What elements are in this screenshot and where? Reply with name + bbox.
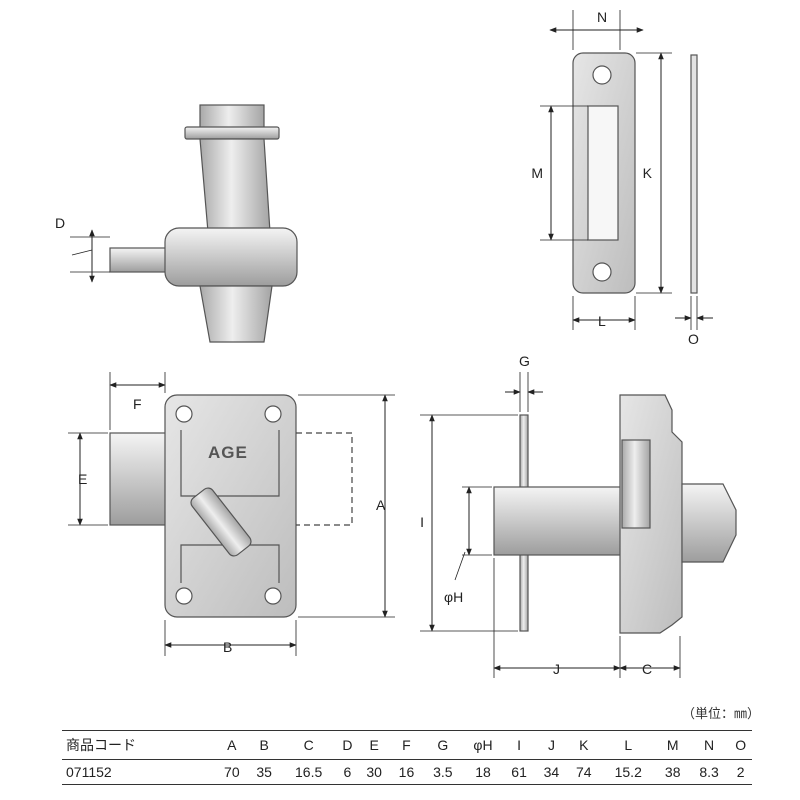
dim-label-o: O (688, 331, 699, 347)
spec-value-cell: 16 (390, 759, 423, 785)
dim-label-e: E (78, 471, 87, 487)
spec-value-cell: 18 (463, 759, 503, 785)
unit-label: （単位：㎜） (681, 706, 760, 721)
spec-value-cell: 30 (357, 759, 391, 785)
side-view (493, 394, 737, 634)
spec-header-cell: A (215, 730, 248, 760)
dim-label-d: D (55, 215, 65, 231)
strike-plate-view (572, 52, 698, 294)
spec-value-cell: 15.2 (599, 759, 657, 785)
spec-value-cell: 2 (729, 759, 752, 785)
dim-label-n: N (597, 9, 607, 25)
spec-value-cell: 38 (656, 759, 689, 785)
dim-label-k: K (643, 165, 653, 181)
spec-header-cell: C (280, 730, 337, 760)
part-marking: AGE (208, 443, 248, 462)
spec-value-cell: 3.5 (422, 759, 464, 785)
spec-value-cell: 34 (535, 759, 568, 785)
spec-value-cell: 6 (336, 759, 358, 785)
spec-value-cell: 16.5 (280, 759, 337, 785)
spec-header-cell: E (357, 730, 391, 760)
spec-header-cell: F (390, 730, 423, 760)
spec-value-cell: 74 (567, 759, 600, 785)
spec-header-cell: D (336, 730, 358, 760)
dim-label-l: L (598, 313, 606, 329)
dim-label-m: M (531, 165, 543, 181)
spec-header-cell: K (567, 730, 600, 760)
dim-label-j: J (553, 661, 560, 677)
front-view (109, 394, 353, 618)
spec-header-cell: J (535, 730, 568, 760)
spec-header-cell: O (729, 730, 752, 760)
spec-header-cell: N (688, 730, 730, 760)
spec-header-cell: B (248, 730, 281, 760)
spec-header-cell: M (656, 730, 689, 760)
dim-label-g: G (519, 353, 530, 369)
spec-header-cell: 商品コード (62, 730, 216, 760)
spec-value-cell: 61 (502, 759, 536, 785)
spec-header-cell: I (502, 730, 536, 760)
dim-label-b: B (223, 639, 232, 655)
spec-header-cell: φH (463, 730, 503, 760)
spec-value-cell: 071152 (62, 759, 216, 785)
dim-label-h: φH (444, 589, 463, 605)
spec-value-cell: 8.3 (688, 759, 730, 785)
spec-header-cell: G (422, 730, 464, 760)
dim-label-i: I (420, 514, 424, 530)
spec-value-cell: 70 (215, 759, 248, 785)
dim-label-f: F (133, 396, 142, 412)
dim-label-a: A (376, 497, 386, 513)
top-view (70, 104, 298, 343)
spec-header-cell: L (599, 730, 657, 760)
dim-label-c: C (642, 661, 652, 677)
spec-value-cell: 35 (248, 759, 281, 785)
